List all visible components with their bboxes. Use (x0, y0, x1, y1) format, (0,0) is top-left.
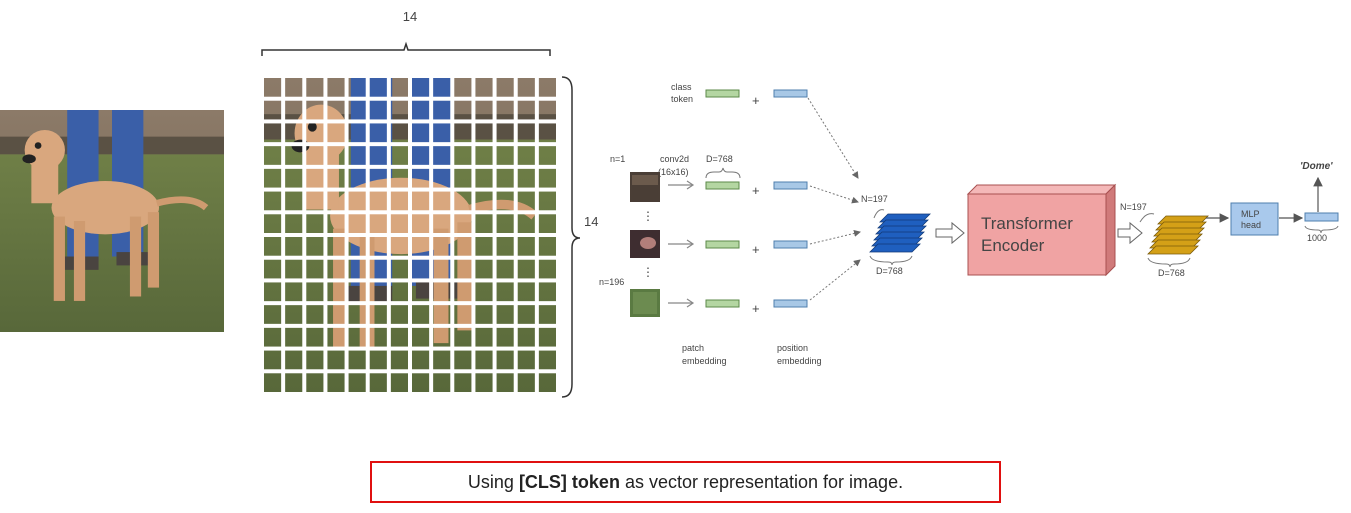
grid-separator (262, 119, 558, 124)
plus-sign: + (752, 183, 760, 198)
grid-separator (262, 96, 558, 101)
patch-embedding-label-1: patch (682, 343, 704, 353)
arrow-icon (668, 239, 695, 249)
caption-bold: [CLS] token (518, 471, 620, 492)
conv-label-2: (16x16) (658, 167, 689, 177)
encoder-output-stack (1147, 215, 1209, 255)
grid-separator (262, 74, 558, 78)
encoder-label-1: Transformer (981, 214, 1073, 233)
patch-embedding-label-2: embedding (682, 356, 727, 366)
mlp-head (1230, 202, 1279, 236)
plus-sign: + (752, 242, 760, 257)
grid-separator (262, 301, 558, 306)
position-embedding-label-2: embedding (777, 356, 822, 366)
position-embedding-label-1: position (777, 343, 808, 353)
arrow-icon (668, 298, 695, 308)
top-count-label: 14 (403, 9, 417, 24)
caption-box: Using [CLS] token as vector representati… (370, 461, 1001, 503)
input-image (0, 110, 224, 332)
class-position-embedding (773, 89, 808, 98)
grid-separator (262, 210, 558, 215)
n-last-label: n=196 (599, 277, 624, 287)
encoder-input-d-label: D=768 (876, 266, 903, 276)
mlp-label-1: MLP (1241, 209, 1260, 219)
grid-separator (262, 187, 558, 192)
hollow-arrow-icon (1117, 221, 1143, 245)
plus-sign: + (752, 93, 760, 108)
dotted-arrows (807, 97, 861, 301)
encoder-output-n-label: N=197 (1120, 202, 1147, 212)
dim-brace (705, 167, 741, 179)
side-brace (561, 76, 581, 398)
grid-separator (262, 278, 558, 283)
grid-separator (262, 369, 558, 374)
patch-embedding-2 (705, 240, 740, 249)
grid-separator (262, 323, 558, 328)
arrow-icon (668, 180, 695, 190)
mlp-label-2: head (1241, 220, 1261, 230)
caption-post: as vector representation for image. (624, 471, 904, 492)
class-token-embedding (705, 89, 740, 98)
output-vector (1304, 212, 1339, 222)
top-brace (261, 41, 551, 56)
grid-separator (262, 142, 558, 147)
patch-grid (260, 74, 560, 396)
encoder-input-n-label: N=197 (861, 194, 888, 204)
patch-embedding-1 (705, 181, 740, 190)
caption-pre: Using (467, 471, 514, 492)
position-embedding-1 (773, 181, 808, 190)
hollow-arrow-icon (935, 221, 965, 245)
patch-embedding-3 (705, 299, 740, 308)
position-embedding-3 (773, 299, 808, 308)
grid-separator (262, 346, 558, 351)
encoder-label-2: Encoder (981, 236, 1045, 255)
output-class-label: 'Dome' (1300, 161, 1333, 172)
encoder-output-d-label: D=768 (1158, 268, 1185, 278)
transformer-encoder (966, 183, 1117, 277)
output-size-label: 1000 (1307, 233, 1327, 243)
class-token-label-1: class (671, 82, 692, 92)
encoder-input-stack (869, 213, 931, 253)
position-embedding-2 (773, 240, 808, 249)
plus-sign: + (752, 301, 760, 316)
grid-separator (262, 255, 558, 260)
class-token-label-2: token (671, 94, 693, 104)
grid-separator (262, 233, 558, 237)
conv-label-1: conv2d (660, 154, 689, 164)
grid-separator (262, 392, 558, 396)
grid-separator (262, 164, 558, 169)
side-count-label: 14 (584, 214, 598, 229)
ellipsis-dots: ⋮ (642, 209, 654, 223)
ellipsis-dots: ⋮ (642, 265, 654, 279)
dim-top-label: D=768 (706, 154, 733, 164)
n-first-label: n=1 (610, 154, 625, 164)
